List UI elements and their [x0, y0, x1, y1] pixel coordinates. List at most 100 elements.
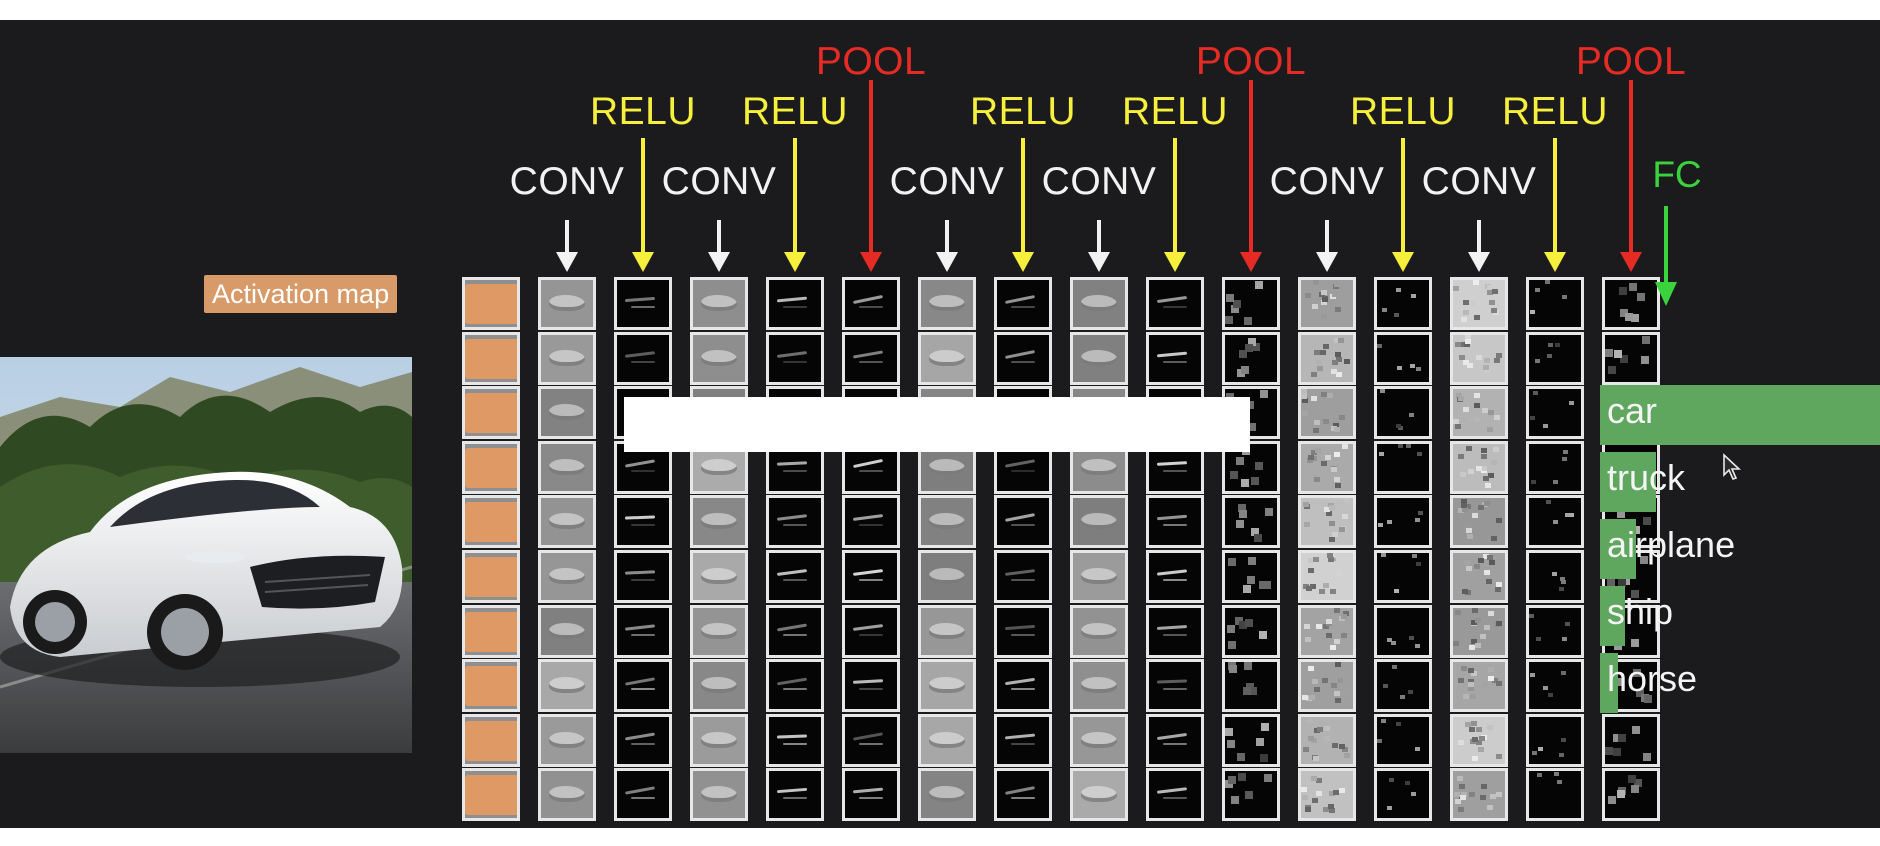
activation-pixel	[1464, 342, 1470, 347]
activation-pixel	[1239, 621, 1247, 629]
activation-pixel	[1334, 639, 1340, 644]
activation-pixel	[1329, 537, 1335, 542]
activation-pixel	[1261, 723, 1269, 731]
activation-pixel	[1487, 290, 1493, 295]
activation-pixel	[1227, 740, 1235, 748]
activation-pixel	[1334, 282, 1340, 287]
activation-pixel	[1227, 625, 1235, 633]
activation-tile	[1298, 495, 1356, 548]
activation-pixel	[1467, 534, 1473, 539]
activation-pixel	[1331, 467, 1337, 472]
activation-tile	[918, 495, 976, 548]
activation-pixel	[1632, 526, 1640, 534]
activation-tile	[538, 386, 596, 439]
activation-pixel	[1483, 554, 1489, 559]
activation-pixel	[1334, 691, 1340, 696]
activation-tile	[1450, 714, 1508, 767]
activation-pixel	[1488, 611, 1494, 616]
activation-pixel	[1323, 624, 1329, 629]
activation-car-shape	[1081, 513, 1117, 529]
activation-pixel	[1552, 572, 1557, 576]
activation-tile-fill	[769, 553, 821, 600]
activation-pixel	[1631, 639, 1639, 647]
activation-tile	[538, 768, 596, 821]
activation-pixel	[1468, 668, 1474, 673]
activation-streak	[631, 361, 655, 363]
layer-arrows	[556, 80, 1642, 272]
activation-car-shape	[549, 732, 585, 748]
activation-tile	[1298, 441, 1356, 494]
activation-pixel	[1565, 622, 1570, 626]
activation-pixel	[1458, 508, 1464, 513]
activation-pixel	[1322, 678, 1328, 683]
activation-tile	[1374, 659, 1432, 712]
activation-car-shape	[1081, 350, 1117, 366]
activation-pixel	[1381, 553, 1386, 557]
activation-tile	[994, 659, 1052, 712]
activation-pixel	[1487, 427, 1493, 432]
activation-pixel	[1479, 736, 1485, 741]
layer-label-conv: CONV	[1269, 160, 1385, 203]
activation-pixel	[1471, 639, 1477, 644]
activation-column-conv	[1298, 277, 1356, 824]
activation-tile-fill	[1529, 608, 1581, 655]
activation-highlight	[465, 448, 517, 488]
activation-pixel	[1303, 502, 1309, 507]
activation-tile	[994, 277, 1052, 330]
activation-pixel	[1321, 461, 1327, 466]
activation-tile-fill	[1149, 717, 1201, 764]
activation-pixel	[1562, 295, 1567, 299]
activation-pixel	[1308, 666, 1314, 671]
layer-label-pool: POOL	[1195, 40, 1307, 83]
activation-tile	[690, 495, 748, 548]
activation-pixel	[1491, 536, 1497, 541]
activation-pixel	[1394, 313, 1399, 317]
activation-pixel	[1228, 776, 1236, 784]
activation-car-shape	[929, 732, 965, 748]
activation-tile	[1070, 659, 1128, 712]
activation-pixel	[1476, 355, 1482, 360]
activation-streak	[631, 470, 655, 472]
activation-pixel	[1462, 507, 1468, 512]
activation-tile	[1146, 768, 1204, 821]
activation-tile-fill	[1529, 335, 1581, 382]
activation-highlight	[465, 612, 517, 652]
activation-pixel	[1260, 754, 1268, 762]
activation-highlight	[465, 502, 517, 542]
activation-pixel	[1342, 747, 1348, 752]
layer-label-relu: RELU	[1349, 90, 1457, 133]
activation-pixel	[1308, 558, 1314, 563]
activation-pixel	[1480, 634, 1486, 639]
activation-pixel	[1319, 589, 1325, 594]
activation-tile	[1450, 495, 1508, 548]
activation-tile-fill	[1377, 498, 1429, 545]
activation-tile	[842, 714, 900, 767]
activation-pixel	[1329, 521, 1335, 526]
activation-tile	[1070, 495, 1128, 548]
activation-tile	[462, 495, 520, 548]
activation-pixel	[1417, 452, 1422, 456]
activation-pixel	[1614, 642, 1622, 650]
activation-pixel	[1617, 510, 1625, 518]
activation-pixel	[1226, 294, 1234, 302]
activation-tile	[994, 768, 1052, 821]
activation-pixel	[1311, 372, 1317, 377]
activation-tile	[1526, 714, 1584, 767]
activation-streak	[1163, 524, 1187, 526]
activation-pixel	[1561, 580, 1566, 584]
activation-pixel	[1392, 665, 1397, 669]
activation-tile	[462, 332, 520, 385]
activation-pixel	[1245, 619, 1253, 627]
activation-pixel	[1317, 727, 1323, 732]
activation-pixel	[1415, 518, 1420, 522]
activation-pixel	[1313, 557, 1319, 562]
activation-tile	[462, 659, 520, 712]
activation-pixel	[1398, 426, 1403, 430]
activation-pixel	[1311, 738, 1317, 743]
activation-tile	[614, 495, 672, 548]
activation-tile	[1298, 386, 1356, 439]
activation-pixel	[1608, 366, 1616, 374]
activation-pixel	[1459, 784, 1465, 789]
activation-pixel	[1476, 727, 1482, 732]
activation-tile	[538, 714, 596, 767]
